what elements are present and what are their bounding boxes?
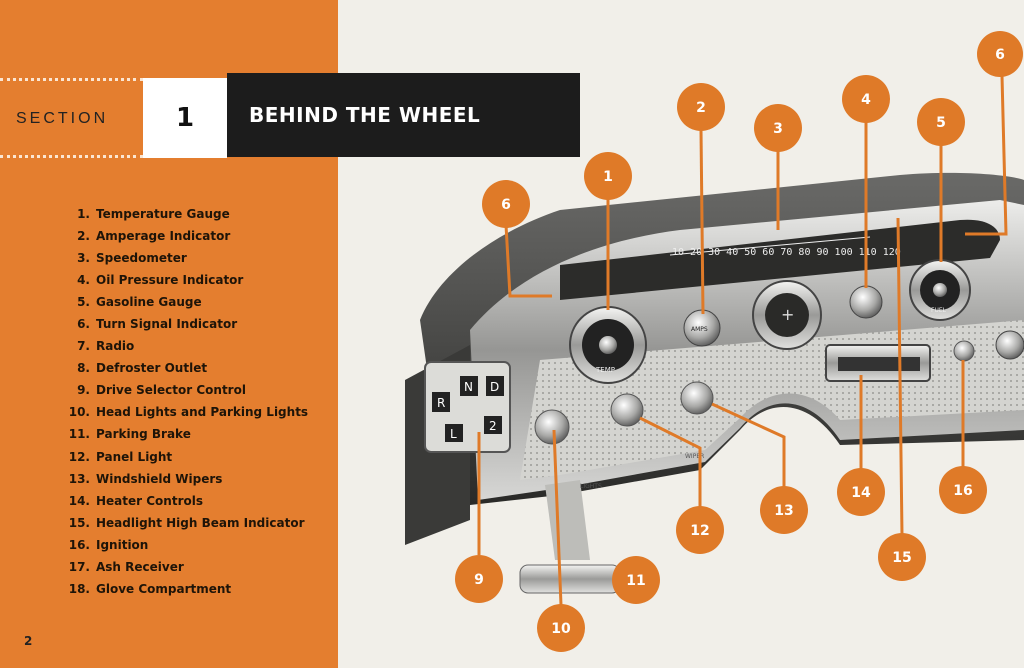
- svg-text:R: R: [437, 396, 445, 410]
- legend-item: 15.Headlight High Beam Indicator: [68, 515, 305, 530]
- svg-text:16: 16: [953, 483, 972, 499]
- gauges: TEMP AMPS + FUEL: [569, 259, 1024, 384]
- legend-item: 4.Oil Pressure Indicator: [77, 273, 244, 288]
- legend-item: 16.Ignition: [68, 537, 149, 552]
- legend-item: 12.Panel Light: [68, 449, 173, 464]
- leader-12: [639, 416, 702, 508]
- section-number: 1: [175, 103, 195, 133]
- legend-item: 7.Radio: [77, 339, 135, 354]
- gear-selector-buttons: R N D L 2: [432, 376, 504, 442]
- svg-text:9: 9: [474, 572, 484, 588]
- svg-text:10 20 30 40 50 60 70 80 90 100: 10 20 30 40 50 60 70 80 90 100 110 120: [672, 247, 901, 258]
- leader-10: [552, 429, 563, 606]
- svg-text:14: 14: [851, 485, 871, 501]
- title-banner: BEHIND THE WHEEL: [227, 73, 580, 157]
- dotted-rule-top: [0, 78, 143, 81]
- section-header-strip: SECTION: [0, 78, 143, 158]
- callout-15: 15: [878, 533, 926, 581]
- control-knobs: LIGHTS WIPER: [534, 340, 975, 490]
- leader-6b: [965, 75, 1008, 236]
- svg-text:4: 4: [861, 92, 871, 108]
- legend-item: 5.Gasoline Gauge: [77, 295, 202, 310]
- svg-text:+: +: [781, 305, 794, 324]
- svg-text:FUEL: FUEL: [931, 307, 947, 314]
- leader-6a: [504, 224, 552, 298]
- leader-lines: [477, 75, 1008, 606]
- legend-item: 3.Speedometer: [77, 251, 187, 266]
- svg-text:6: 6: [501, 197, 511, 213]
- callout-14: 14: [837, 468, 885, 516]
- legend-item: 9.Drive Selector Control: [77, 383, 246, 398]
- callout-3: 3: [754, 104, 802, 152]
- svg-text:LIGHTS: LIGHTS: [580, 483, 602, 490]
- svg-text:WIPER: WIPER: [685, 453, 704, 460]
- leader-2: [699, 129, 705, 315]
- svg-text:15: 15: [892, 550, 911, 566]
- callout-9: 9: [455, 555, 503, 603]
- svg-text:12: 12: [690, 523, 709, 539]
- callout-markers: 1 2 3 4 5 6 6 9 10 11 12 13 14 15 16: [455, 31, 1023, 652]
- svg-text:AMPS: AMPS: [691, 326, 708, 333]
- svg-text:2: 2: [696, 100, 706, 116]
- leader-15: [896, 217, 904, 536]
- svg-text:3: 3: [773, 121, 783, 137]
- callout-10: 10: [537, 604, 585, 652]
- callout-13: 13: [760, 486, 808, 534]
- callout-1: 1: [584, 152, 632, 200]
- svg-text:6: 6: [995, 47, 1005, 63]
- callout-16: 16: [939, 466, 987, 514]
- page-number: 2: [24, 634, 33, 648]
- legend-item: 1.Temperature Gauge: [77, 207, 230, 221]
- leader-13: [711, 402, 786, 488]
- legend-item: 14.Heater Controls: [68, 493, 203, 508]
- callout-11: 11: [612, 556, 660, 604]
- section-label: SECTION: [16, 110, 109, 127]
- legend-item: 18.Glove Compartment: [68, 581, 232, 596]
- svg-text:10: 10: [551, 621, 571, 637]
- legend-item: 6.Turn Signal Indicator: [77, 317, 238, 332]
- section-number-box: 1: [143, 78, 227, 158]
- component-legend: 1.Temperature Gauge 2.Amperage Indicator…: [66, 207, 308, 604]
- legend-item: 13.Windshield Wipers: [68, 471, 223, 486]
- svg-text:11: 11: [626, 573, 645, 589]
- page-title: BEHIND THE WHEEL: [249, 103, 481, 127]
- callout-4: 4: [842, 75, 890, 123]
- svg-text:13: 13: [774, 503, 793, 519]
- radio-unit: [825, 344, 931, 382]
- legend-item: 2.Amperage Indicator: [77, 229, 231, 244]
- svg-text:N: N: [464, 380, 473, 394]
- svg-text:1: 1: [603, 169, 613, 185]
- legend-item: 8.Defroster Outlet: [77, 361, 208, 376]
- callout-5: 5: [917, 98, 965, 146]
- legend-item: 10.Head Lights and Parking Lights: [68, 405, 309, 420]
- svg-text:5: 5: [936, 115, 946, 131]
- callout-6-left: 6: [482, 180, 530, 228]
- callout-6-right: 6: [977, 31, 1023, 77]
- svg-text:D: D: [490, 380, 499, 394]
- dotted-rule-bottom: [0, 155, 143, 158]
- callout-12: 12: [676, 506, 724, 554]
- svg-text:TEMP: TEMP: [595, 366, 615, 374]
- svg-text:L: L: [450, 427, 457, 441]
- legend-item: 11.Parking Brake: [68, 427, 191, 442]
- svg-text:2: 2: [489, 419, 497, 433]
- legend-item: 17.Ash Receiver: [68, 559, 184, 574]
- callout-2: 2: [677, 83, 725, 131]
